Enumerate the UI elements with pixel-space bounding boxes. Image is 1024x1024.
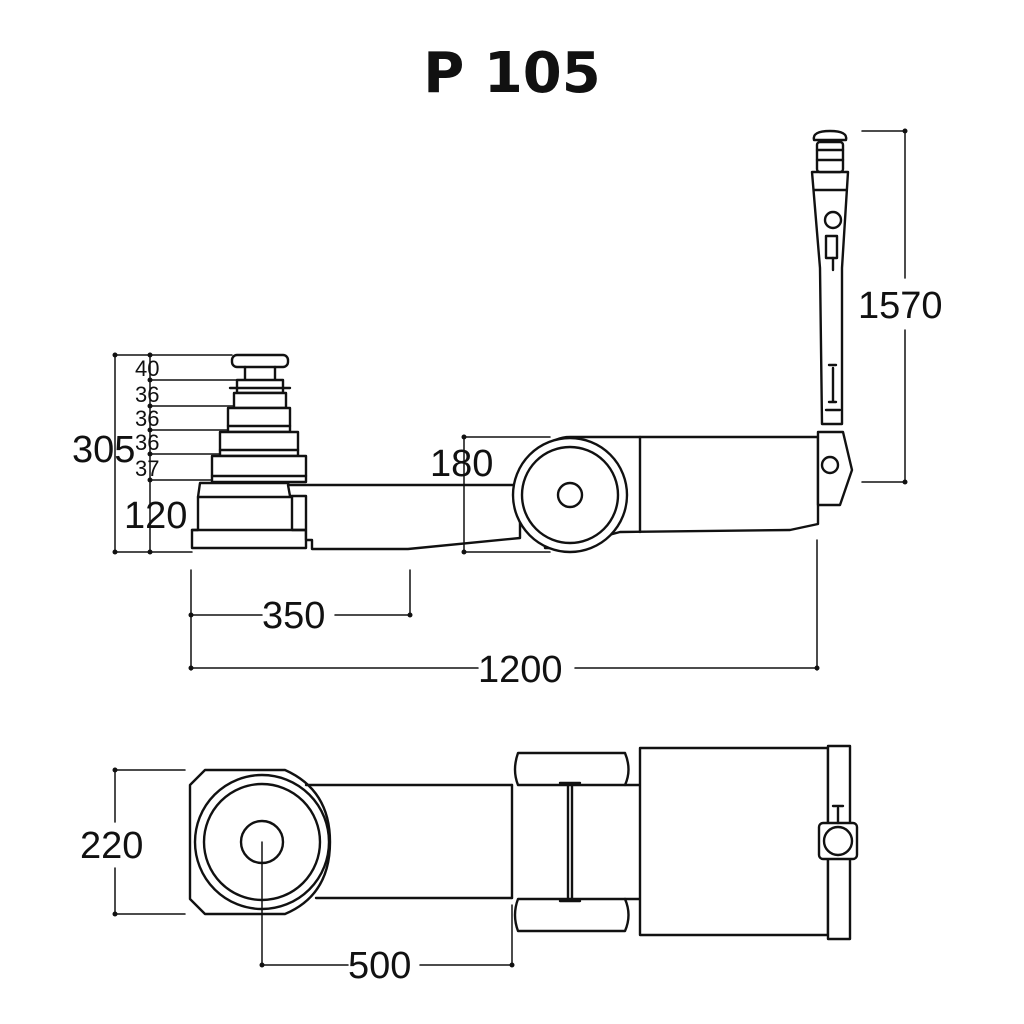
handle <box>810 129 854 507</box>
rear-wheel <box>511 436 629 554</box>
dim-width: 220 <box>80 825 143 867</box>
dim-stage-1: 40 <box>135 356 159 381</box>
lift-base <box>190 481 308 550</box>
top-view-dimensions: 220 500 <box>80 767 515 987</box>
dim-length: 1200 <box>478 649 563 691</box>
dim-wheel-height: 180 <box>430 443 493 485</box>
dim-height-total: 305 <box>72 429 135 471</box>
dim-saddle-reach: 350 <box>262 595 325 637</box>
dim-stage-2: 36 <box>135 382 159 407</box>
dim-min-height: 120 <box>124 495 187 537</box>
telescopic-stages <box>210 378 308 484</box>
saddle-cap <box>230 353 290 382</box>
dim-stage-3: 36 <box>135 406 159 431</box>
dim-wheel-offset: 500 <box>348 945 411 987</box>
dim-stage-5: 37 <box>135 456 159 481</box>
top-wheel-upper <box>513 751 630 787</box>
side-view <box>190 129 854 554</box>
page-title: P 105 <box>423 41 600 106</box>
top-wheel-lower <box>513 897 630 933</box>
dim-handle-height: 1570 <box>858 285 943 327</box>
side-view-dimensions: 305 40 36 36 36 37 120 180 1570 350 <box>72 128 943 691</box>
top-body <box>638 746 830 937</box>
top-view <box>188 744 859 941</box>
dim-stage-4: 36 <box>135 430 159 455</box>
chassis-arm <box>286 483 522 551</box>
